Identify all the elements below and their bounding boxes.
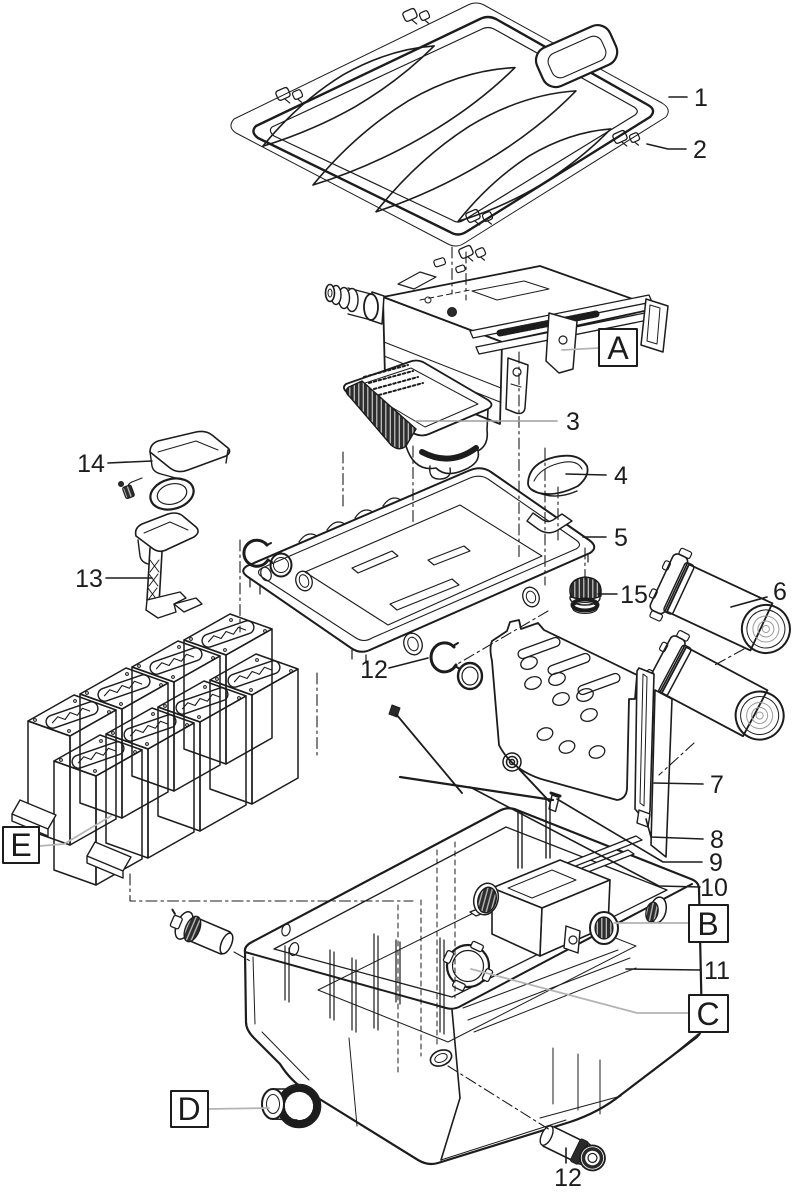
callout-c: C — [696, 996, 719, 1032]
callout-e: E — [10, 827, 31, 863]
leader-10 — [469, 786, 701, 888]
callout-5: 5 — [614, 524, 628, 552]
callout-6: 6 — [773, 578, 787, 606]
leader-11 — [625, 968, 702, 971]
inlet-pipe — [324, 283, 385, 325]
part-13-handle — [134, 512, 203, 619]
part-12-rings — [429, 641, 484, 691]
callout-14: 14 — [77, 450, 105, 478]
seal-rings-left — [242, 538, 293, 578]
callout-12-bottom: 12 — [554, 1164, 582, 1192]
callout-4: 4 — [614, 462, 628, 490]
part-b-pump — [469, 799, 668, 957]
leader-4 — [565, 473, 607, 476]
part-lid — [230, 2, 669, 269]
letter-leaders — [38, 347, 690, 1110]
part-d-knob — [261, 1083, 322, 1129]
leader-e — [38, 815, 112, 847]
callout-7: 7 — [710, 771, 724, 799]
callout-box-b — [688, 904, 729, 943]
lid-handle — [534, 24, 619, 89]
part-15-cap — [569, 576, 602, 614]
callout-a: A — [607, 330, 629, 366]
part-4-scoop — [527, 454, 589, 497]
leader-a — [561, 347, 600, 351]
assembly-axes — [129, 246, 745, 1131]
callout-box-d — [170, 1090, 209, 1128]
part-7-plate — [489, 619, 673, 858]
callout-2: 2 — [693, 136, 707, 164]
drop-lines — [397, 841, 456, 1073]
callout-11: 11 — [704, 957, 730, 985]
parts-8-9-10-rods — [388, 704, 562, 813]
leader-9 — [556, 798, 703, 863]
callout-box-a — [598, 328, 638, 367]
callouts: 1 2 3 4 5 6 7 8 9 10 11 12 12 13 14 15 A… — [10, 84, 787, 1192]
callout-13: 13 — [75, 565, 103, 593]
part-5-tray — [242, 467, 596, 664]
callout-b: B — [697, 906, 718, 942]
callout-10: 10 — [700, 874, 728, 902]
letter-boxes — [2, 328, 729, 1128]
callout-3: 3 — [566, 408, 580, 436]
callout-15: 15 — [620, 581, 648, 609]
callout-1: 1 — [694, 84, 708, 112]
part-3-basket — [343, 359, 493, 480]
floor-posts — [284, 933, 445, 1035]
callout-d: D — [177, 1091, 200, 1127]
leader-lines — [105, 96, 768, 1164]
callout-8: 8 — [710, 826, 724, 854]
callout-9: 9 — [709, 849, 723, 877]
leader-14 — [107, 460, 153, 464]
line-art — [2, 2, 794, 1172]
inlet-strainer — [169, 908, 234, 955]
part-12-plug — [539, 1125, 606, 1172]
callout-12-mid: 12 — [360, 656, 388, 684]
leader-c — [470, 968, 690, 1014]
part-c-clamp-ring — [442, 940, 494, 992]
leader-7 — [653, 782, 704, 785]
part-e-foams — [11, 613, 299, 886]
part-14-cap — [118, 430, 231, 511]
bottom-outlet — [429, 1049, 453, 1067]
lid-clip — [401, 2, 433, 32]
leader-d — [207, 1107, 270, 1110]
leader-12-mid — [388, 657, 429, 669]
leader-6 — [730, 596, 768, 608]
callout-box-c — [688, 994, 729, 1033]
leader-8 — [645, 818, 704, 840]
leader-2 — [646, 143, 687, 150]
callout-box-e — [2, 826, 40, 864]
